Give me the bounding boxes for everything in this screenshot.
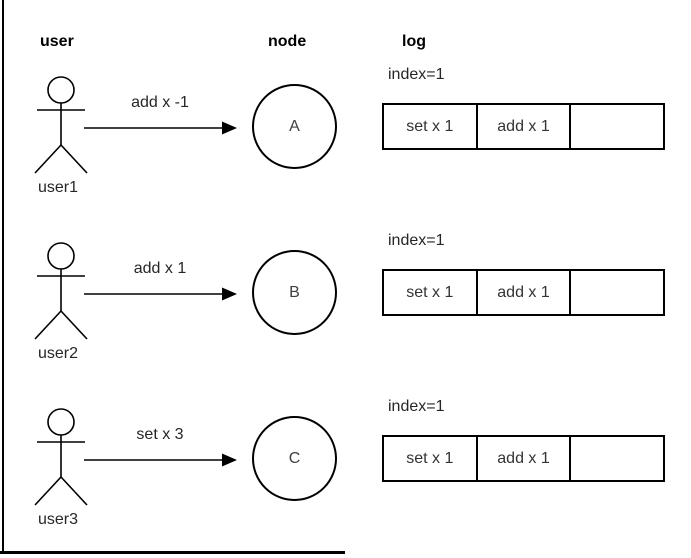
node-circle: A	[252, 84, 337, 169]
stick-figure-icon	[34, 408, 88, 506]
column-header-log: log	[402, 33, 426, 50]
log-index-label: index=1	[388, 66, 445, 83]
request-arrow-icon	[84, 121, 237, 135]
node-circle: C	[252, 416, 337, 501]
log-table: set x 1 add x 1	[382, 269, 665, 316]
stick-figure-icon	[34, 242, 88, 340]
log-cell: set x 1	[384, 105, 478, 148]
diagram-row-user2: user2 add x 1 B index=1 set x 1 add x 1	[0, 226, 691, 392]
user-label: user1	[38, 179, 79, 196]
log-cell: set x 1	[384, 437, 478, 480]
diagram-row-user1: user1 add x -1 A index=1 set x 1 add x 1	[0, 60, 691, 226]
request-label: set x 3	[136, 426, 184, 443]
request-arrow-icon	[84, 287, 237, 301]
node-label: B	[289, 283, 300, 301]
log-index-label: index=1	[388, 232, 445, 249]
log-cell	[571, 271, 663, 314]
log-cell: add x 1	[478, 271, 572, 314]
log-cell	[571, 105, 663, 148]
log-cell: set x 1	[384, 271, 478, 314]
log-cell	[571, 437, 663, 480]
column-header-user: user	[40, 33, 74, 50]
column-header-node: node	[268, 33, 307, 50]
window-left-border	[2, 0, 4, 554]
stick-figure-icon	[34, 76, 88, 174]
diagram-row-user3: user3 set x 3 C index=1 set x 1 add x 1	[0, 392, 691, 558]
log-table: set x 1 add x 1	[382, 103, 665, 150]
user-label: user2	[38, 345, 79, 362]
request-label: add x -1	[131, 94, 189, 111]
log-cell: add x 1	[478, 105, 572, 148]
log-index-label: index=1	[388, 398, 445, 415]
window-bottom-border	[0, 551, 345, 554]
node-label: A	[289, 117, 300, 135]
log-table: set x 1 add x 1	[382, 435, 665, 482]
request-label: add x 1	[133, 260, 187, 277]
request-arrow-icon	[84, 453, 237, 467]
user-label: user3	[38, 511, 79, 528]
node-circle: B	[252, 250, 337, 335]
node-label: C	[288, 449, 301, 467]
log-cell: add x 1	[478, 437, 572, 480]
